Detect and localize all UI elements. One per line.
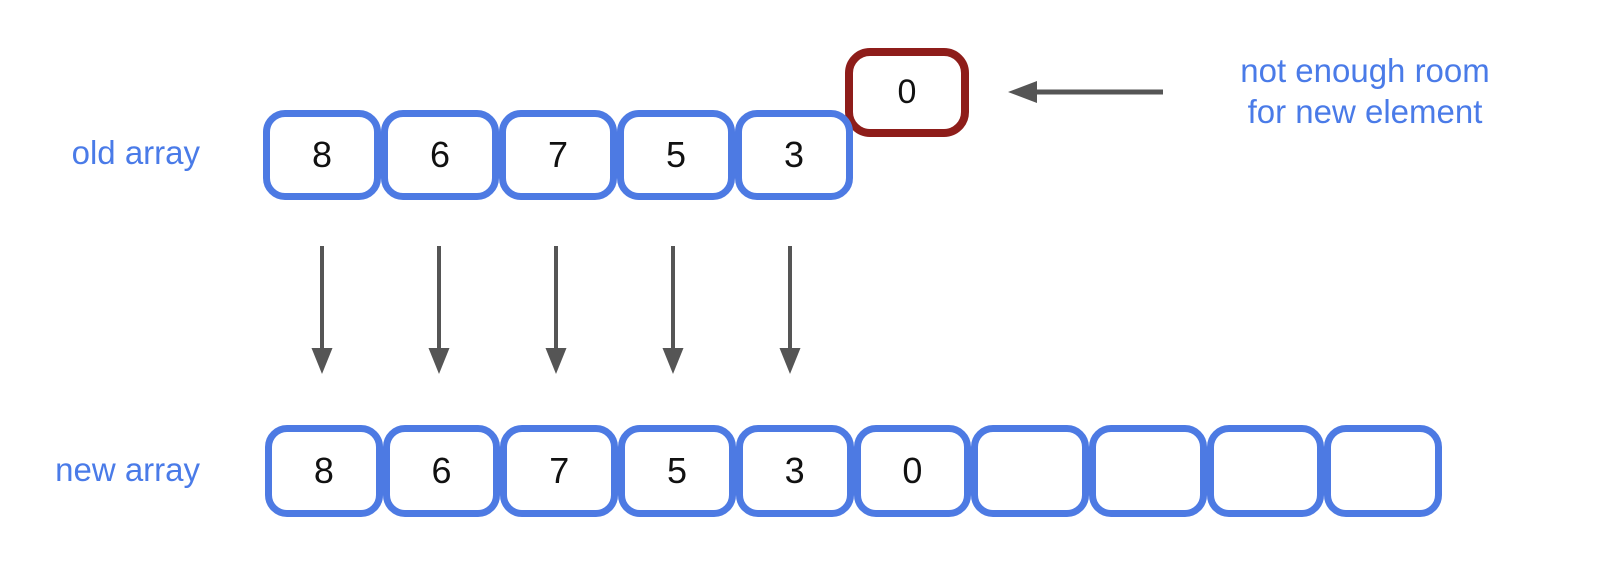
array-cell: 8 [263, 110, 381, 200]
array-cell: 5 [618, 425, 736, 517]
array-cell: 3 [735, 425, 854, 517]
copy-arrow [779, 246, 801, 374]
annotation-line: not enough room [1240, 52, 1490, 89]
old-array-row: 8 6 7 5 3 [263, 110, 853, 200]
copy-arrow [428, 246, 450, 374]
copy-arrow [311, 246, 333, 374]
array-cell: 5 [617, 110, 735, 200]
copy-arrow [662, 246, 684, 374]
new-array-row: 8 6 7 5 3 0 [265, 425, 1443, 517]
array-cell: 3 [735, 110, 853, 200]
array-cell: 6 [381, 110, 499, 200]
array-cell [971, 425, 1089, 517]
array-cell: 7 [499, 110, 617, 200]
array-cell [1324, 425, 1443, 517]
array-cell: 6 [382, 425, 501, 517]
annotation-line: for new element [1247, 93, 1483, 130]
overflow-cell: 0 [845, 48, 969, 137]
array-cell: 8 [265, 425, 383, 517]
array-cell: 7 [500, 425, 619, 517]
array-cell [1088, 425, 1207, 517]
annotation-text: not enough room for new element [1190, 50, 1540, 132]
old-array-label: old array [71, 134, 200, 171]
new-array-label: new array [55, 451, 200, 488]
array-cell: 0 [853, 425, 972, 517]
copy-arrow [545, 246, 567, 374]
array-cell [1206, 425, 1325, 517]
not-enough-room-arrow [1008, 81, 1163, 103]
